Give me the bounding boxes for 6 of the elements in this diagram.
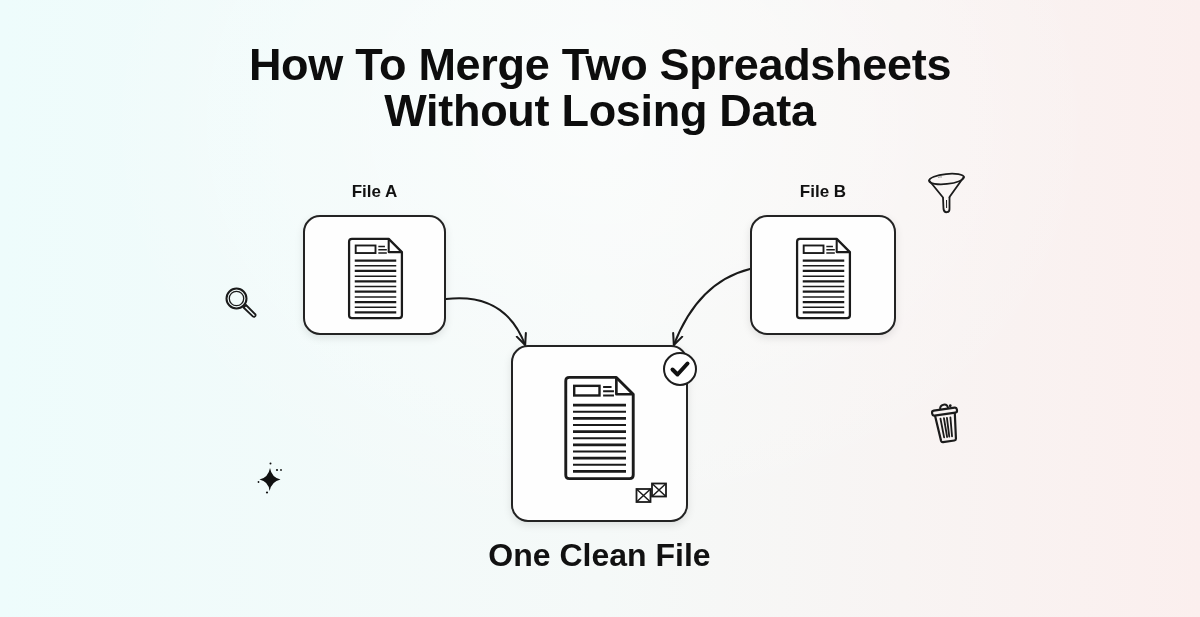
card-caption: One Clean File	[487, 537, 712, 574]
curved-arrow	[672, 268, 751, 347]
card-heading: File A	[350, 182, 399, 202]
card-heading: File B	[798, 182, 848, 202]
page-title: How To Merge Two Spreadsheets Without Losing Data	[247, 42, 953, 134]
curved-arrow	[445, 297, 527, 347]
